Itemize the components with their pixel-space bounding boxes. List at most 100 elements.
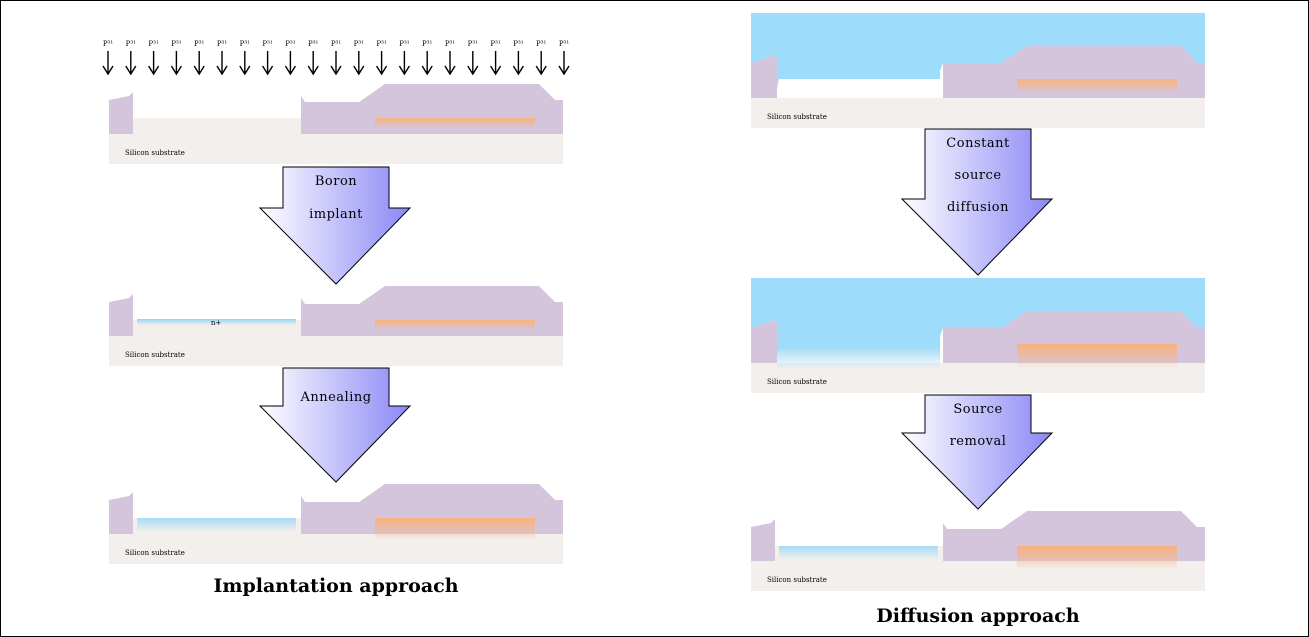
arrow-label-line2: removal bbox=[950, 434, 1007, 449]
ion-arrow: P³¹ bbox=[467, 40, 479, 76]
ion-arrow: P³¹ bbox=[376, 40, 388, 76]
substrate-label: Silicon substrate bbox=[767, 378, 827, 386]
ion-arrow-head bbox=[444, 65, 456, 76]
ion-arrow-head bbox=[239, 65, 251, 76]
silicon-substrate bbox=[751, 98, 1205, 128]
ion-arrow: P³¹ bbox=[512, 40, 524, 76]
n-doped-region bbox=[137, 518, 296, 532]
ion-arrow: P³¹ bbox=[490, 40, 502, 76]
ion-arrow-head bbox=[376, 65, 388, 76]
substrate-label: Silicon substrate bbox=[767, 576, 827, 584]
implanted-layer bbox=[137, 319, 296, 325]
ion-arrow-head bbox=[170, 65, 182, 76]
ion-arrow-head bbox=[330, 65, 342, 76]
p-doped-region bbox=[1017, 344, 1177, 368]
ion-label: P³¹ bbox=[445, 40, 456, 48]
implantation-column: P³¹ P³¹ P³¹ P³¹ P³¹ P³¹ P³¹ P³¹ P³¹ P³¹ P³¹ P³¹ P³¹ P… bbox=[102, 40, 570, 597]
ion-arrow-head bbox=[193, 65, 205, 76]
ion-arrow: P³¹ bbox=[353, 40, 365, 76]
ion-label: P³¹ bbox=[285, 40, 296, 48]
ion-arrow: P³¹ bbox=[535, 40, 547, 76]
p-doped-region bbox=[375, 118, 535, 128]
substrate-label: Silicon substrate bbox=[125, 549, 185, 557]
ion-arrow-head bbox=[353, 65, 365, 76]
ion-arrow-head bbox=[307, 65, 319, 76]
oxide-left bbox=[109, 294, 133, 336]
ion-label: P³¹ bbox=[103, 40, 114, 48]
substrate-label: Silicon substrate bbox=[125, 149, 185, 157]
ion-label: P³¹ bbox=[171, 40, 182, 48]
ion-label: P³¹ bbox=[308, 40, 319, 48]
ion-arrow-head bbox=[421, 65, 433, 76]
arrow-label-line3: diffusion bbox=[947, 200, 1009, 215]
substrate-label: Silicon substrate bbox=[767, 113, 827, 121]
ion-arrow-head bbox=[512, 65, 524, 76]
implantation-title: Implantation approach bbox=[213, 575, 458, 597]
implant-region-label: n+ bbox=[211, 319, 222, 327]
n-diffused-region bbox=[779, 546, 938, 560]
process-arrow-annealing: Annealing bbox=[258, 367, 412, 483]
ion-arrow: P³¹ bbox=[102, 40, 114, 76]
ion-arrow: P³¹ bbox=[170, 40, 182, 76]
ion-arrow-head bbox=[558, 65, 570, 76]
ion-arrow-head bbox=[535, 65, 547, 76]
dopant-source bbox=[751, 278, 1205, 363]
cross-section-diffused: Silicon substrate bbox=[751, 278, 1205, 393]
ion-arrow-head bbox=[284, 65, 296, 76]
diffusion-column: Silicon substrate Constant source diffus… bbox=[751, 13, 1205, 627]
arrow-label-line2: implant bbox=[309, 207, 363, 222]
arrow-label: Annealing bbox=[299, 390, 371, 405]
cross-section-implanted: n+ Silicon substrate bbox=[109, 286, 563, 366]
ion-arrow-head bbox=[262, 65, 274, 76]
ion-arrow: P³¹ bbox=[193, 40, 205, 76]
ion-arrow: P³¹ bbox=[216, 40, 228, 76]
p-doped-region bbox=[375, 518, 535, 540]
arrow-label-line1: Boron bbox=[315, 174, 357, 189]
ion-label: P³¹ bbox=[126, 40, 137, 48]
ion-arrow: P³¹ bbox=[262, 40, 274, 76]
ion-arrow: P³¹ bbox=[421, 40, 433, 76]
n-diffused-region bbox=[777, 348, 940, 370]
cross-section-source-deposited: Silicon substrate bbox=[751, 13, 1205, 128]
ion-label: P³¹ bbox=[468, 40, 479, 48]
ion-arrow: P³¹ bbox=[239, 40, 251, 76]
ion-label: P³¹ bbox=[490, 40, 501, 48]
ion-arrow-head bbox=[398, 65, 410, 76]
ion-arrow-head bbox=[102, 65, 114, 76]
oxide-left bbox=[109, 492, 133, 534]
ion-arrow-head bbox=[125, 65, 137, 76]
ion-arrow-head bbox=[216, 65, 228, 76]
process-arrow-boron-implant: Boron implant bbox=[258, 166, 412, 285]
ion-label: P³¹ bbox=[262, 40, 273, 48]
cross-section-implant-before: Silicon substrate bbox=[109, 84, 563, 164]
ion-label: P³¹ bbox=[536, 40, 547, 48]
oxide-left bbox=[751, 55, 777, 98]
ion-arrow: P³¹ bbox=[444, 40, 456, 76]
ion-label: P³¹ bbox=[240, 40, 251, 48]
arrow-label-line2: source bbox=[954, 168, 1001, 183]
ion-arrow-head bbox=[490, 65, 502, 76]
ion-arrow: P³¹ bbox=[284, 40, 296, 76]
ion-arrow: P³¹ bbox=[307, 40, 319, 76]
ion-arrow: P³¹ bbox=[558, 40, 570, 76]
ion-arrow: P³¹ bbox=[148, 40, 160, 76]
oxide-left bbox=[109, 92, 133, 134]
oxide-left bbox=[751, 320, 777, 363]
oxide-left bbox=[751, 519, 775, 561]
dopant-source bbox=[751, 13, 1205, 98]
ion-label: P³¹ bbox=[513, 40, 524, 48]
p-doped-region bbox=[375, 320, 535, 330]
ion-label: P³¹ bbox=[399, 40, 410, 48]
ion-label: P³¹ bbox=[559, 40, 570, 48]
ion-arrow: P³¹ bbox=[398, 40, 410, 76]
ion-arrow: P³¹ bbox=[125, 40, 137, 76]
cross-section-source-removed: Silicon substrate bbox=[751, 511, 1205, 591]
ion-label: P³¹ bbox=[217, 40, 228, 48]
ion-arrow: P³¹ bbox=[330, 40, 342, 76]
process-arrow-constant-source-diffusion: Constant source diffusion bbox=[900, 128, 1054, 276]
ion-label: P³¹ bbox=[376, 40, 387, 48]
substrate-label: Silicon substrate bbox=[125, 351, 185, 359]
p-doped-region bbox=[1017, 546, 1177, 570]
p-doped-region bbox=[1017, 79, 1177, 93]
